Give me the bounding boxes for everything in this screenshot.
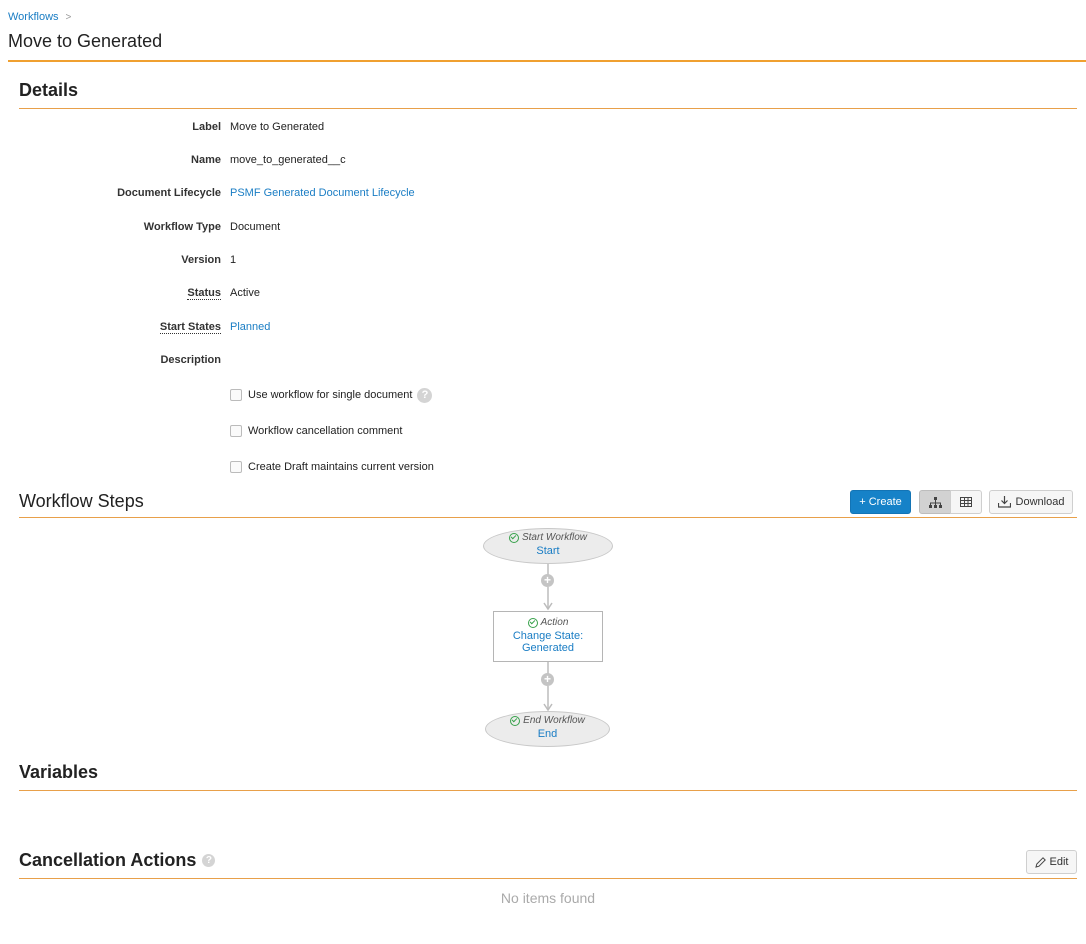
detail-label: Description (160, 354, 221, 366)
table-icon (960, 497, 972, 507)
detail-label: Version (181, 254, 221, 266)
create-step-button[interactable]: + Create (850, 490, 911, 514)
option-create-draft: Create Draft maintains current version (230, 458, 434, 476)
cancellation-comment-checkbox[interactable] (230, 425, 242, 437)
workflow-steps-title: Workflow Steps (19, 491, 144, 511)
detail-row-workflow-type: Workflow Type Document (0, 221, 700, 239)
detail-label: Start States (1, 321, 221, 334)
title-divider (8, 60, 1086, 62)
detail-row-start-states: Start States Planned (0, 321, 700, 339)
node-type-label: End Workflow (523, 715, 585, 726)
detail-row-status: Status Active (0, 287, 700, 305)
download-icon (997, 496, 1011, 508)
download-label: Download (1015, 496, 1065, 508)
node-type: Action (494, 617, 602, 628)
details-divider (19, 108, 1077, 109)
page-title: Move to Generated (8, 31, 163, 51)
check-circle-icon (508, 532, 519, 543)
hierarchy-view-button[interactable] (919, 490, 951, 514)
download-button[interactable]: Download (989, 490, 1073, 514)
add-step-icon[interactable]: + (541, 574, 554, 587)
single-document-checkbox[interactable] (230, 389, 242, 401)
end-workflow-node[interactable]: End Workflow End (485, 711, 610, 747)
detail-label: Label (192, 121, 221, 133)
cancellation-actions-divider (19, 878, 1077, 879)
check-circle-icon (527, 617, 538, 628)
node-type: Start Workflow (484, 532, 612, 543)
detail-row-name: Name move_to_generated__c (0, 154, 700, 172)
detail-row-document-lifecycle: Document Lifecycle PSMF Generated Docume… (0, 187, 700, 205)
pencil-icon (1034, 856, 1046, 868)
end-step-link[interactable]: End (537, 728, 558, 740)
node-type: End Workflow (486, 715, 609, 726)
create-draft-checkbox[interactable] (230, 461, 242, 473)
option-single-document: Use workflow for single document ? (230, 386, 433, 404)
document-lifecycle-link[interactable]: PSMF Generated Document Lifecycle (230, 187, 415, 199)
variables-section-title: Variables (19, 762, 99, 782)
empty-state-message: No items found (500, 890, 596, 906)
variables-divider (19, 790, 1077, 791)
check-circle-icon (510, 715, 521, 726)
cancellation-actions-header: Cancellation Actions ? (19, 850, 216, 871)
detail-row-label: Label Move to Generated (0, 121, 700, 139)
start-step-link[interactable]: Start (536, 545, 560, 557)
detail-label: Workflow Type (143, 221, 221, 233)
detail-label: Status (1, 287, 221, 300)
workflow-steps-divider (19, 517, 1077, 518)
detail-value: Document (230, 221, 281, 233)
action-node[interactable]: Action Change State: Generated (493, 611, 603, 662)
help-icon[interactable]: ? (417, 387, 433, 403)
add-step-icon[interactable]: + (541, 673, 554, 686)
cancellation-actions-title: Cancellation Actions (19, 850, 197, 870)
detail-value: Move to Generated (230, 121, 325, 133)
table-view-button[interactable] (950, 490, 982, 514)
start-states-label[interactable]: Start States (159, 321, 221, 334)
detail-row-description: Description (0, 354, 700, 372)
detail-value: move_to_generated__c (230, 154, 346, 166)
edit-button[interactable]: Edit (1026, 850, 1077, 874)
hierarchy-icon (928, 496, 942, 508)
detail-value: 1 (230, 254, 237, 266)
details-section-title: Details (19, 80, 79, 100)
breadcrumb: Workflows > (8, 11, 71, 23)
option-label: Create Draft maintains current version (248, 461, 434, 473)
breadcrumb-separator: > (65, 12, 72, 23)
node-type-label: Action (540, 617, 569, 628)
detail-value: Active (230, 287, 260, 299)
node-type-label: Start Workflow (521, 532, 587, 543)
breadcrumb-workflows-link[interactable]: Workflows (8, 11, 59, 23)
detail-label: Document Lifecycle (117, 187, 221, 199)
option-label: Workflow cancellation comment (248, 425, 403, 437)
status-label[interactable]: Status (187, 287, 221, 300)
change-state-step-link[interactable]: Change State: Generated (512, 630, 584, 654)
edit-label: Edit (1049, 856, 1069, 868)
start-workflow-node[interactable]: Start Workflow Start (483, 528, 613, 564)
start-state-link[interactable]: Planned (230, 321, 271, 333)
help-icon[interactable]: ? (202, 854, 216, 867)
detail-row-version: Version 1 (0, 254, 700, 272)
option-label: Use workflow for single document (248, 389, 413, 401)
detail-label: Name (191, 154, 221, 166)
option-cancellation-comment: Workflow cancellation comment (230, 422, 402, 440)
